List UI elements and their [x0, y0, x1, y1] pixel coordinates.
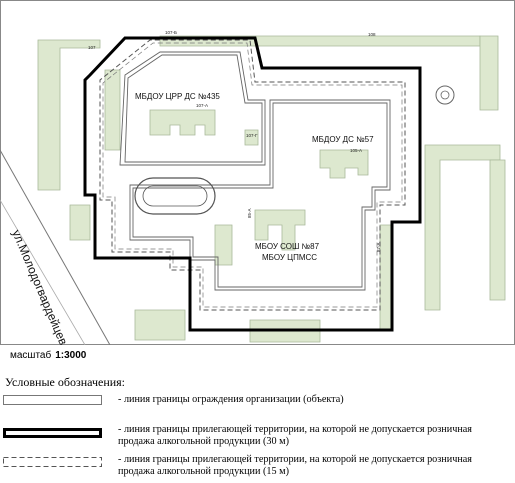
roundabout-inner: [440, 90, 450, 100]
building: [489, 159, 506, 301]
label-mbdou-435: МБДОУ ЦРР ДС №435: [135, 92, 220, 101]
label-107b: 107-Б: [165, 30, 177, 35]
legend-text-30m: - линия границы прилегающей территории, …: [118, 424, 472, 448]
dashed-line-swatch: [3, 457, 102, 467]
label-105a: 105-А: [350, 148, 362, 153]
building: [244, 129, 259, 146]
building: [214, 224, 233, 266]
building: [104, 69, 121, 151]
fence-line: [132, 102, 388, 288]
scale-label: масштаб: [10, 350, 52, 361]
label-mbdou-57: МБДОУ ДС №57: [312, 135, 374, 144]
building-group: [37, 35, 506, 343]
running-track: [134, 177, 216, 215]
running-track-inner: [142, 185, 208, 207]
building: [69, 204, 91, 241]
site-plan-map: 107 107-Б 108 107-А 107-Г 105-А 85-А 87-…: [0, 0, 515, 345]
building: [424, 144, 501, 311]
building: [149, 109, 216, 136]
label-107g: 107-Г: [246, 133, 258, 138]
fence-line: [124, 54, 263, 163]
fence-line: [129, 99, 391, 291]
legend-text-fence: - линия границы ограждения организации (…: [118, 394, 344, 405]
legend-text-15m: - линия границы прилегающей территории, …: [118, 454, 472, 478]
fence-lines: [119, 51, 391, 291]
building: [379, 224, 393, 331]
building: [37, 39, 101, 191]
label-mbou-87: МБОУ СОШ №87: [255, 242, 320, 251]
bold-line-swatch: [3, 428, 102, 438]
label-mbou-cpmss: МБОУ ЦПМСС: [262, 253, 317, 262]
label-85a: 85-А: [247, 208, 252, 218]
roundabout: [435, 85, 455, 105]
building: [319, 149, 369, 179]
label-108: 108: [368, 32, 376, 37]
label-107a: 107-А: [196, 103, 208, 108]
legend-title: Условные обозначения:: [5, 375, 126, 389]
building: [134, 309, 186, 341]
street-edge: [0, 199, 86, 345]
boundary-30m: [83, 36, 422, 332]
boundary-15m: [102, 42, 403, 308]
fence-line-swatch: [3, 395, 102, 405]
scale-value: 1:3000: [55, 350, 87, 361]
label-107: 107: [88, 45, 96, 50]
fence-line: [119, 51, 266, 166]
street-edge: [0, 149, 111, 345]
label-87a: 87-А: [376, 242, 381, 252]
building: [254, 209, 306, 251]
building: [479, 35, 499, 111]
street-name: ул.Молодогвардейцев: [9, 228, 70, 345]
boundary-15m: [99, 39, 406, 311]
